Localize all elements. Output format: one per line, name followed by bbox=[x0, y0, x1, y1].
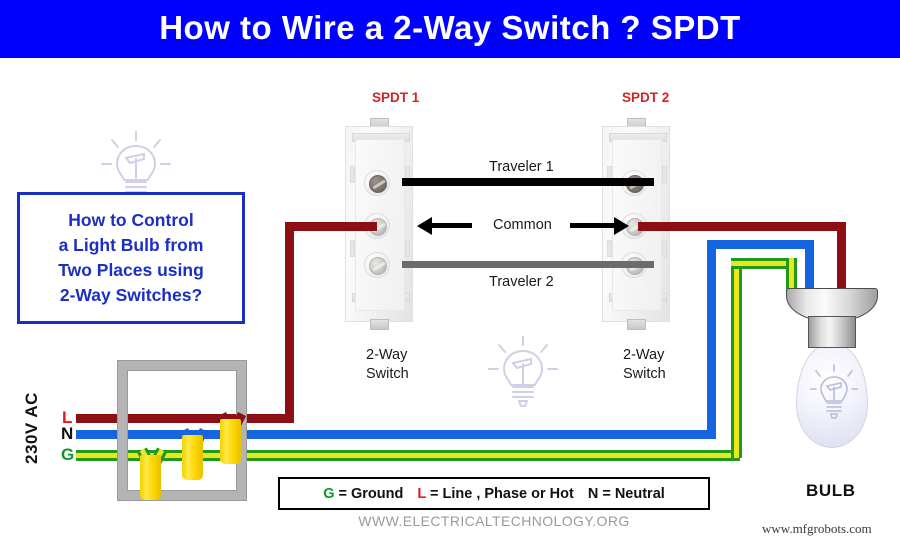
bulb-filament-icon bbox=[810, 364, 858, 419]
light-bulb bbox=[786, 288, 878, 478]
wire-neutral-main bbox=[76, 430, 716, 439]
wire-neutral-bulb-drop bbox=[805, 240, 814, 292]
title-bar: How to Wire a 2-Way Switch ? SPDT bbox=[0, 0, 900, 58]
switch2-mounting-tab-bottom bbox=[627, 319, 646, 330]
legend-item-line: L = Line , Phase or Hot bbox=[410, 486, 580, 502]
legend-item-neutral: N = Neutral bbox=[581, 486, 672, 502]
switch1-terminal-traveler2[interactable] bbox=[364, 252, 390, 278]
wire-nut-ground bbox=[140, 455, 161, 500]
info-callout-box: How to Control a Light Bulb from Two Pla… bbox=[17, 192, 245, 324]
switch2-notch-right-top bbox=[662, 166, 667, 183]
wire-line-hot-to-bulb bbox=[837, 222, 846, 292]
source-voltage-label: 230V AC bbox=[22, 392, 41, 464]
legend-key-ground: G bbox=[323, 485, 335, 502]
switch2-notch-right-bottom bbox=[662, 240, 667, 257]
switch1-notch-right-bottom bbox=[405, 240, 410, 257]
common-label: Common bbox=[493, 217, 552, 233]
wire-ground-main bbox=[76, 450, 740, 461]
legend-text-line: = Line , Phase or Hot bbox=[430, 485, 574, 502]
switch2-notch-left-bottom bbox=[607, 240, 612, 257]
switch2-caption-line2: Switch bbox=[623, 366, 666, 382]
legend-key-line: L bbox=[417, 485, 426, 502]
switch1-terminal-common[interactable] bbox=[364, 213, 390, 239]
info-line-4: 2-Way Switches? bbox=[59, 285, 203, 305]
switch2-caption-line1: 2-Way bbox=[623, 347, 665, 363]
bulb-glass bbox=[796, 344, 868, 448]
corner-watermark: www.mfgrobots.com bbox=[762, 521, 872, 536]
switch1-terminal-traveler1[interactable] bbox=[364, 170, 390, 196]
legend-text-neutral: = Neutral bbox=[602, 485, 665, 502]
junction-box bbox=[118, 361, 246, 500]
switch1-mounting-tab-bottom bbox=[370, 319, 389, 330]
legend-key-neutral: N bbox=[587, 485, 599, 502]
wire-line-hot-riser bbox=[285, 222, 294, 421]
wire-line-hot-from-switch2-common bbox=[638, 222, 846, 231]
bulb-socket-base bbox=[808, 316, 856, 348]
info-line-2: a Light Bulb from bbox=[58, 235, 204, 255]
bulb-caption: BULB bbox=[806, 481, 856, 500]
wire-neutral-to-bulb bbox=[707, 240, 814, 249]
page-title: How to Wire a 2-Way Switch ? SPDT bbox=[159, 9, 741, 46]
wire-ground-bulb-drop bbox=[786, 258, 797, 292]
wire-ground-riser bbox=[731, 258, 742, 458]
legend-box: G = Ground L = Line , Phase or Hot N = N… bbox=[278, 477, 710, 510]
switch1-screw-traveler1-icon bbox=[369, 175, 387, 193]
legend-text-ground: = Ground bbox=[338, 485, 404, 502]
wire-traveler-2 bbox=[402, 261, 654, 268]
neutral-letter: N bbox=[61, 424, 74, 443]
switch1-screw-traveler2-icon bbox=[369, 257, 387, 275]
wire-neutral-riser bbox=[707, 240, 716, 438]
switch1-notch-left-bottom bbox=[350, 240, 355, 257]
line-letter: L bbox=[62, 408, 73, 427]
wire-line-hot-to-switch1-common bbox=[285, 222, 377, 231]
common-arrow-right-icon bbox=[614, 217, 629, 235]
common-pointer-left-stem bbox=[432, 223, 472, 228]
ground-letter: G bbox=[61, 445, 75, 464]
site-watermark: WWW.ELECTRICALTECHNOLOGY.ORG bbox=[358, 513, 630, 529]
info-line-1: How to Control bbox=[68, 210, 194, 230]
watermark-bulb-icon-center bbox=[488, 336, 558, 407]
switch2-caption: 2-Way Switch bbox=[623, 346, 666, 384]
wire-nut-neutral bbox=[182, 435, 203, 480]
legend-item-ground: G = Ground bbox=[316, 486, 410, 502]
switch1-caption-line2: Switch bbox=[366, 366, 409, 382]
switch1-caption-line1: 2-Way bbox=[366, 347, 408, 363]
info-line-3: Two Places using bbox=[58, 260, 204, 280]
switch1-caption: 2-Way Switch bbox=[366, 346, 409, 384]
wire-traveler-1 bbox=[402, 178, 654, 186]
traveler1-label: Traveler 1 bbox=[489, 159, 554, 175]
spdt2-title: SPDT 2 bbox=[622, 90, 670, 105]
traveler2-label: Traveler 2 bbox=[489, 274, 554, 290]
common-arrow-left-icon bbox=[417, 217, 432, 235]
wire-ground-to-bulb bbox=[731, 258, 794, 269]
wire-nut-line bbox=[220, 419, 241, 464]
common-pointer-right-stem bbox=[570, 223, 614, 228]
spdt1-title: SPDT 1 bbox=[372, 90, 420, 105]
switch1-notch-left-top bbox=[350, 166, 355, 183]
wire-line-hot-main bbox=[76, 414, 294, 423]
